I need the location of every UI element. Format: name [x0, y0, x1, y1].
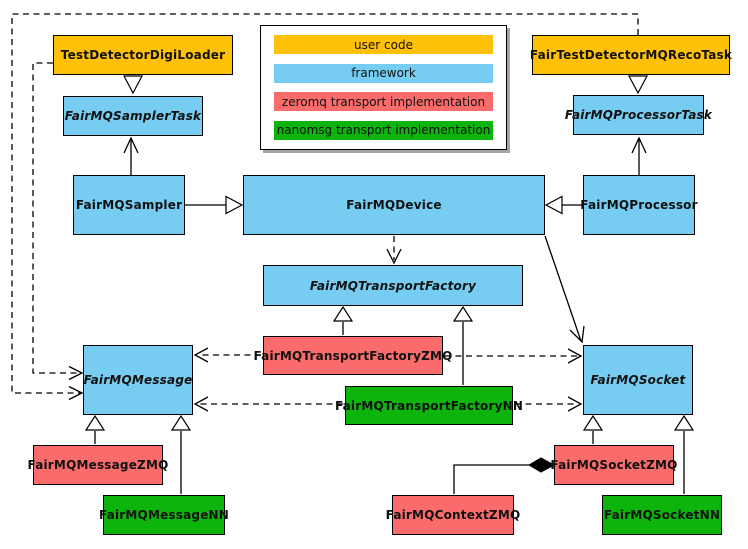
- inheritance-messagezmq-to-message-line: [84, 414, 106, 444]
- legend-item-zeromq: zeromq transport implementation: [274, 92, 493, 112]
- association-processor-to-processortask-line: [631, 136, 647, 175]
- inheritance-digiloader-to-samplertask-line: [123, 75, 143, 95]
- node-fairmqcontextzmq: FairMQContextZMQ: [386, 495, 520, 535]
- node-fairmqmessage: FairMQMessage: [83, 345, 193, 415]
- node-testdetectordigiloader: TestDetectorDigiLoader: [53, 35, 233, 75]
- composition-socketzmq-contextzmq-line: [453, 457, 556, 494]
- inheritance-socketnn-to-socket-line: [673, 414, 695, 494]
- legend-item-user-code: user code: [274, 35, 493, 55]
- inheritance-messagenn-to-message-line: [170, 414, 192, 494]
- dependency-factorynn-to-socket-line: [515, 396, 583, 412]
- node-fairmqmessagezmq: FairMQMessageZMQ: [28, 445, 168, 485]
- node-fairmqtransportfactorynn: FairMQTransportFactoryNN: [335, 386, 523, 425]
- inheritance-sampler-to-device-line: [185, 195, 244, 215]
- node-fairmqtransportfactory: FairMQTransportFactory: [263, 265, 523, 306]
- dependency-factoryzmq-to-message-line: [193, 347, 261, 363]
- node-fairmqsocketzmq: FairMQSocketZMQ: [550, 445, 677, 485]
- dependency-factoryzmq-to-socket-line: [445, 348, 583, 364]
- node-fairmqprocessor: FairMQProcessor: [580, 175, 698, 235]
- node-fairmqsocket: FairMQSocket: [583, 345, 693, 415]
- legend-box: user code framework zeromq transport imp…: [260, 25, 507, 150]
- inheritance-factorynn-to-transportfactory-line: [452, 305, 474, 385]
- inheritance-factoryzmq-to-transportfactory-line: [332, 305, 354, 335]
- dependency-device-to-transportfactory-line: [386, 236, 402, 265]
- node-fairmqsocketnn: FairMQSocketNN: [602, 495, 722, 535]
- node-fairmqprocessortask: FairMQProcessorTask: [565, 95, 712, 135]
- association-device-to-socket-line: [544, 235, 585, 344]
- node-fairmqtransportfactoryzmq: FairMQTransportFactoryZMQ: [253, 336, 452, 375]
- association-sampler-to-samplertask-line: [123, 136, 139, 175]
- dependency-factorynn-to-message-line: [193, 396, 343, 412]
- node-fairmqmessagenn: FairMQMessageNN: [99, 495, 229, 535]
- inheritance-socketzmq-to-socket-line: [582, 414, 604, 444]
- inheritance-processor-to-device-line: [544, 195, 583, 215]
- legend-item-framework: framework: [274, 63, 493, 83]
- node-fairmqsampler: FairMQSampler: [73, 175, 185, 235]
- node-fairmqdevice: FairMQDevice: [243, 175, 545, 235]
- node-fairmqsamplertask: FairMQSamplerTask: [63, 96, 203, 136]
- node-fairtestdetectormqrecotask: FairTestDetectorMQRecoTask: [530, 35, 732, 75]
- legend-item-nanomsg: nanomsg transport implementation: [274, 120, 493, 140]
- inheritance-recotask-to-processortask-line: [628, 75, 648, 95]
